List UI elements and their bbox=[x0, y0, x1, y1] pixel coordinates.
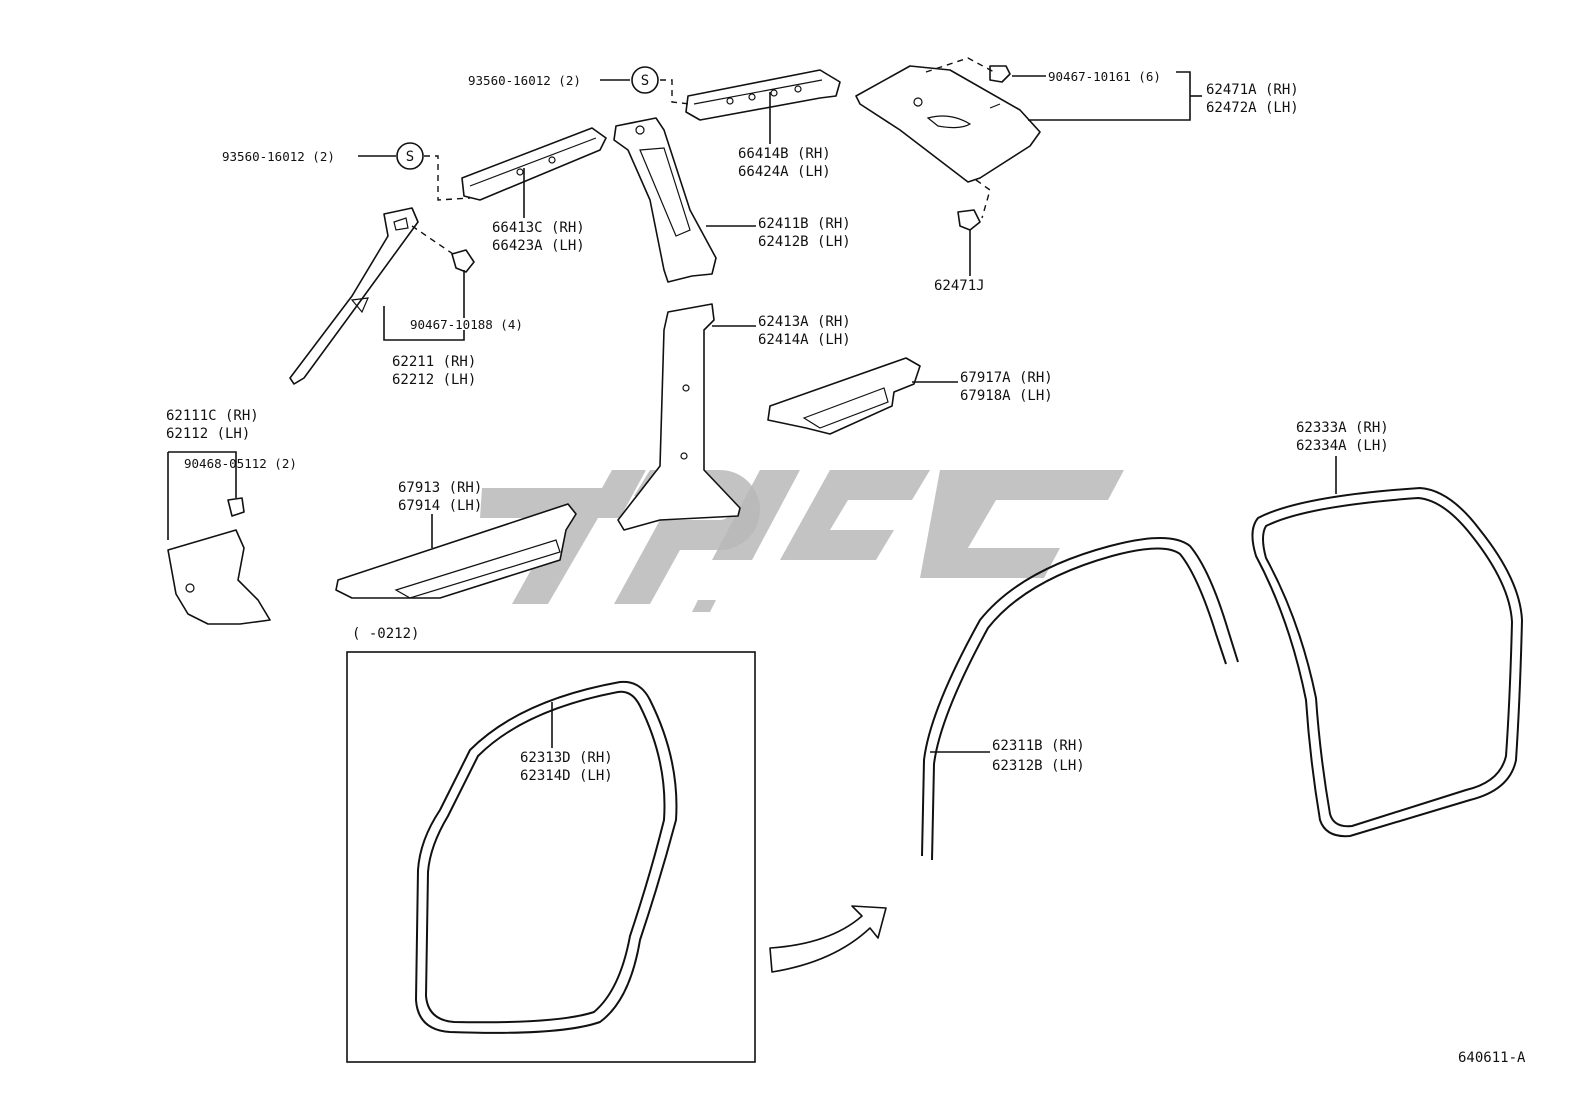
clip-90467-10188 bbox=[451, 249, 475, 273]
roof-side-garnish-62471a bbox=[855, 65, 1041, 183]
label-62414a: 62414A (LH) bbox=[758, 332, 851, 348]
weatherstrip-62333a bbox=[1251, 487, 1523, 838]
label-93560-top: 93560-16012 (2) bbox=[468, 73, 581, 88]
label-66414b: 66414B (RH) bbox=[738, 146, 831, 162]
s-symbol-left: S bbox=[396, 142, 424, 170]
label-62211: 62211 (RH) bbox=[392, 354, 476, 370]
drawing-number: 640611-A bbox=[1458, 1050, 1526, 1066]
watermark-logo bbox=[480, 470, 1124, 612]
direction-arrow bbox=[769, 905, 887, 973]
label-62334a: 62334A (LH) bbox=[1296, 438, 1389, 454]
label-67913: 67913 (RH) bbox=[398, 480, 482, 496]
label-62333a: 62333A (RH) bbox=[1296, 420, 1389, 436]
label-62312b: 62312B (LH) bbox=[992, 758, 1085, 774]
label-93560-left: 93560-16012 (2) bbox=[222, 149, 335, 164]
label-62472a: 62472A (LH) bbox=[1206, 100, 1299, 116]
label-67914: 67914 (LH) bbox=[398, 498, 482, 514]
weatherstrip-62311b bbox=[921, 537, 1239, 857]
label-62314d: 62314D (LH) bbox=[520, 768, 613, 784]
label-62112: 62112 (LH) bbox=[166, 426, 250, 442]
label-62212: 62212 (LH) bbox=[392, 372, 476, 388]
label-62311b: 62311B (RH) bbox=[992, 738, 1085, 754]
label-66423a: 66423A (LH) bbox=[492, 238, 585, 254]
label-90468-05112: 90468-05112 (2) bbox=[184, 456, 297, 471]
label-inset-range: ( -0212) bbox=[352, 626, 419, 642]
weatherstrip-62313d bbox=[415, 680, 678, 1034]
inset-frame bbox=[346, 651, 756, 1063]
pillar-garnish-62413a bbox=[617, 303, 741, 531]
label-62411b: 62411B (RH) bbox=[758, 216, 851, 232]
label-66413c: 66413C (RH) bbox=[492, 220, 585, 236]
label-67918a: 67918A (LH) bbox=[960, 388, 1053, 404]
scuff-plate-67917a bbox=[767, 357, 921, 435]
label-90467-10188: 90467-10188 (4) bbox=[410, 317, 523, 332]
label-62413a: 62413A (RH) bbox=[758, 314, 851, 330]
clip-90467-10161 bbox=[989, 65, 1011, 83]
pillar-garnish-62411b bbox=[613, 117, 717, 283]
s-symbol-top: S bbox=[631, 66, 659, 94]
label-90467-10161: 90467-10161 (6) bbox=[1048, 69, 1161, 84]
label-62471a: 62471A (RH) bbox=[1206, 82, 1299, 98]
label-67917a: 67917A (RH) bbox=[960, 370, 1053, 386]
label-62111c: 62111C (RH) bbox=[166, 408, 259, 424]
cowl-side-trim-62111c bbox=[167, 497, 271, 625]
scuff-plate-67913 bbox=[335, 503, 577, 599]
garnish-66414b bbox=[685, 69, 841, 121]
label-62471j: 62471J bbox=[934, 278, 985, 294]
clip-62471j bbox=[957, 209, 981, 231]
label-62313d: 62313D (RH) bbox=[520, 750, 613, 766]
svg-text:S: S bbox=[406, 149, 414, 165]
front-pillar-garnish-62211 bbox=[289, 207, 419, 385]
leader-lines bbox=[167, 57, 1337, 753]
label-62412b: 62412B (LH) bbox=[758, 234, 851, 250]
label-66424a: 66424A (LH) bbox=[738, 164, 831, 180]
svg-text:S: S bbox=[641, 73, 649, 89]
garnish-66413c bbox=[461, 127, 607, 201]
